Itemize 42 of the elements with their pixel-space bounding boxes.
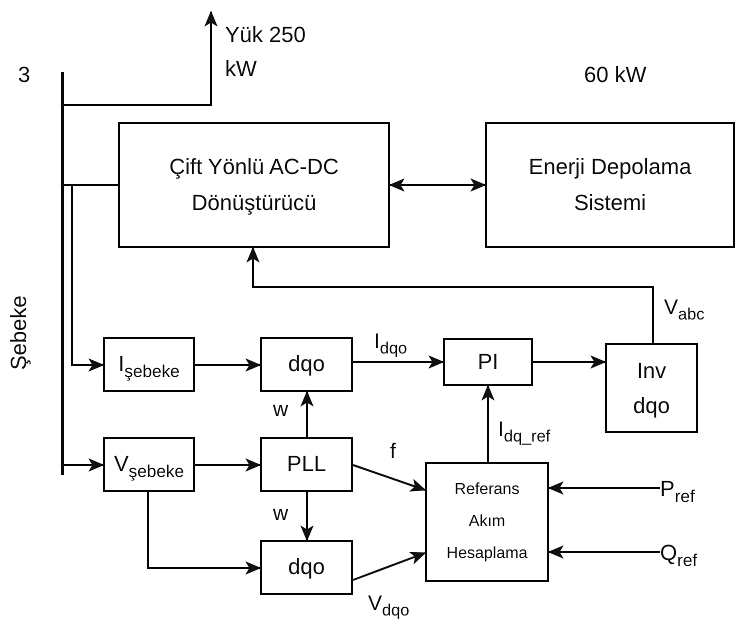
arrow: [352, 552, 426, 581]
node-label: Q$_{ref}$: [660, 540, 698, 566]
side-label: 3: [18, 62, 30, 88]
node-label: dqo: [288, 351, 325, 378]
arrow: [246, 246, 654, 343]
node-label: P$_{ref}$: [660, 476, 695, 502]
block-box: [103, 337, 195, 392]
arrow: [64, 458, 104, 472]
arrow: [533, 355, 606, 369]
block-box: [260, 540, 353, 595]
block-box: [605, 343, 698, 433]
bus-bar: [61, 72, 64, 475]
node-label: Yük 250 kW: [225, 20, 307, 83]
arrow: [352, 464, 426, 492]
block-box: [260, 337, 353, 392]
block-box: [425, 462, 549, 582]
arrow: [481, 384, 495, 462]
node-label: Referans Akım Hesaplama: [446, 480, 528, 564]
arrow: [353, 355, 444, 369]
side-label: Şebeke: [6, 295, 32, 370]
arrow: [388, 178, 486, 192]
block-box: [103, 437, 195, 492]
arrow: [195, 458, 262, 472]
arrow: [147, 492, 262, 575]
arrow: [548, 545, 660, 559]
node-label: Enerji Depolama Sistemi: [528, 152, 692, 217]
arrow: [64, 10, 218, 106]
block-box: [443, 338, 533, 386]
block-box: [118, 122, 390, 248]
node-label: dqo: [288, 554, 325, 581]
arrow: [64, 184, 104, 372]
node-label: Çift Yönlü AC-DC Dönüştürücü: [168, 152, 340, 217]
arrow: [300, 492, 314, 542]
node-label: PLL: [286, 451, 326, 478]
arrow: [300, 390, 314, 437]
block-box: [485, 122, 735, 248]
node-label: Inv dqo: [632, 356, 671, 420]
side-label: 60 kW: [584, 62, 646, 88]
arrow: [195, 358, 262, 372]
arrow: [548, 481, 660, 495]
node-label: PI: [478, 348, 498, 376]
block-box: [260, 437, 353, 492]
